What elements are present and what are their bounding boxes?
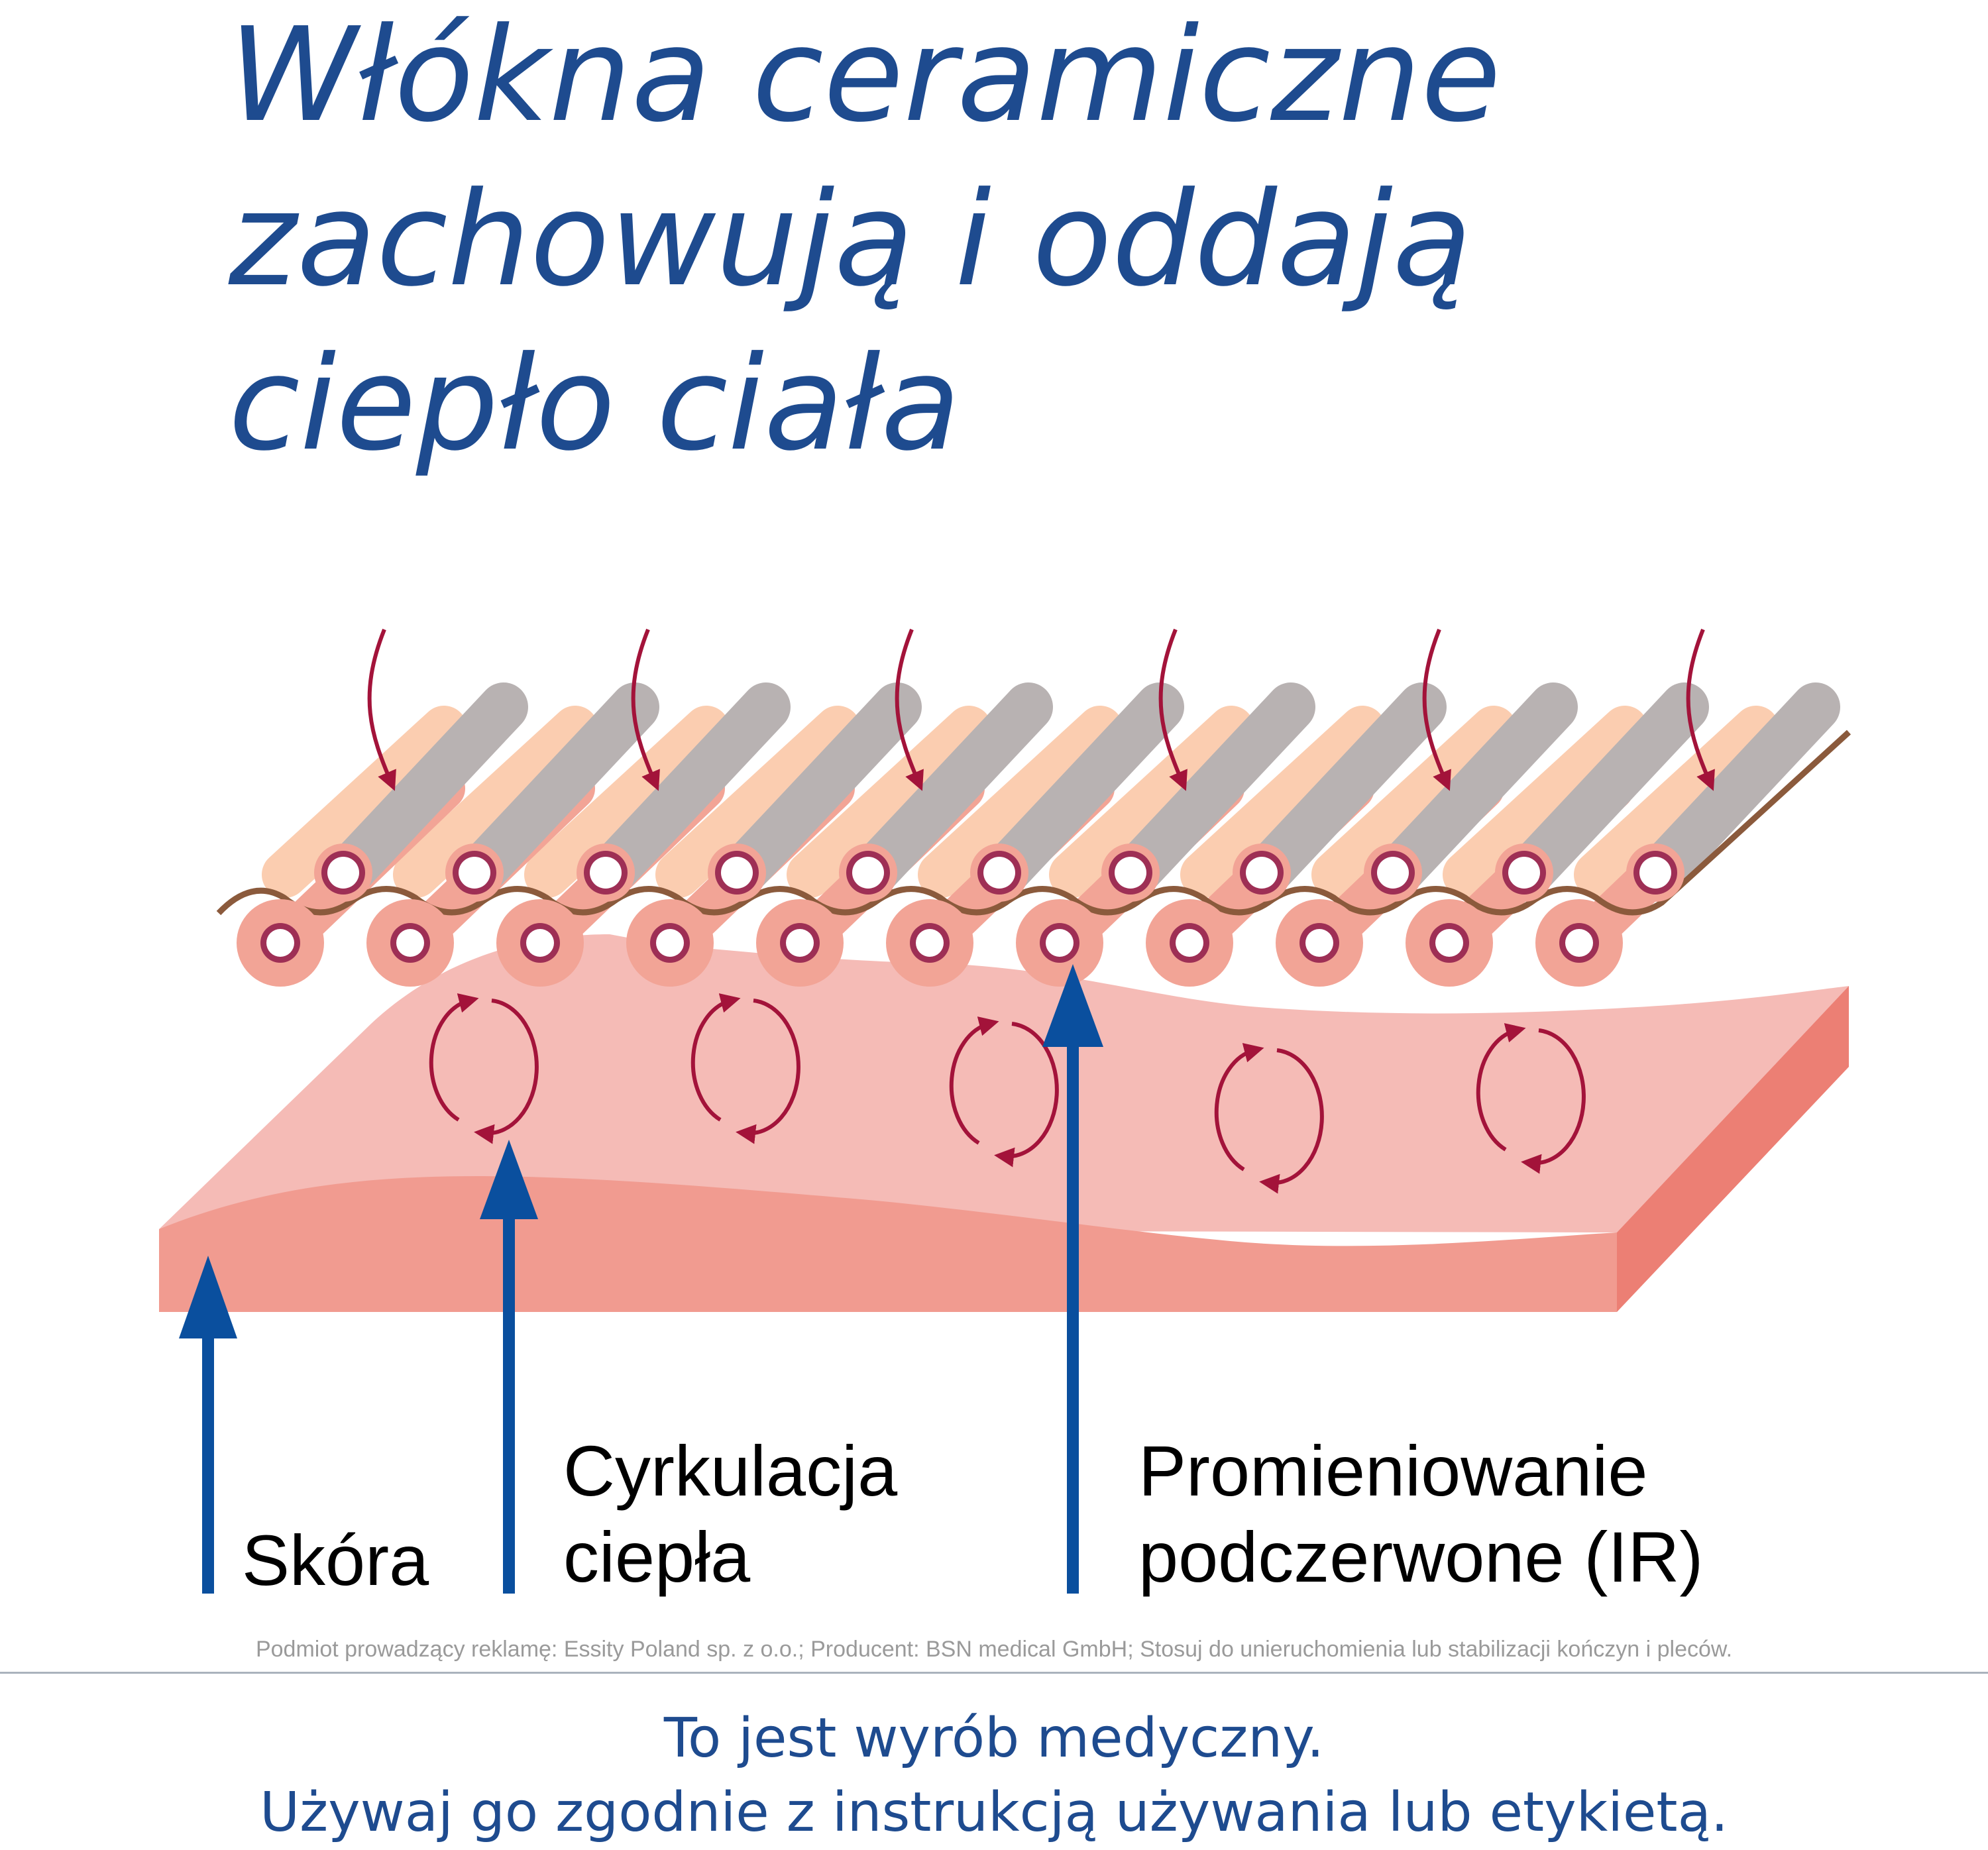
circulation-arc-right xyxy=(1259,1048,1324,1194)
grey-ceramic-fiber xyxy=(852,682,1053,894)
beige-fiber xyxy=(1574,706,1779,898)
grey-ceramic-fiber xyxy=(1639,682,1840,894)
incoming-heat-arrow xyxy=(1686,628,1715,791)
fiber-core xyxy=(590,857,622,889)
circulation-arc-right xyxy=(474,999,539,1144)
medical-device-notice: To jest wyrób medyczny. Używaj go zgodni… xyxy=(0,1702,1988,1850)
fiber-core xyxy=(852,857,884,889)
skin-arrow-icon xyxy=(179,1256,237,1594)
circulation-arc-left xyxy=(690,993,741,1122)
fiber-core xyxy=(1176,929,1203,957)
title-line-1: Włókna ceramiczne xyxy=(229,0,1501,151)
circulation-arc-left xyxy=(429,993,479,1122)
beige-fiber xyxy=(393,706,598,898)
title-line-3: ciepło ciała xyxy=(229,329,961,480)
beige-fiber xyxy=(655,706,861,898)
circulation-label: Cyrkulacja ciepła xyxy=(563,1428,897,1600)
fiber-core xyxy=(1639,857,1671,889)
infrared-label-line-2: podczerwone (IR) xyxy=(1138,1517,1704,1597)
fiber-core xyxy=(327,857,359,889)
circulation-arrow-icon xyxy=(480,1140,538,1594)
circulation-label-line-2: ciepła xyxy=(563,1517,751,1597)
circulation-icon xyxy=(1214,1043,1324,1194)
beige-fiber xyxy=(524,706,730,898)
circulation-icon xyxy=(429,993,539,1144)
medical-notice-line-2: Używaj go zgodnie z instrukcją używania … xyxy=(260,1781,1728,1844)
fiber-core xyxy=(266,929,294,957)
beige-fiber xyxy=(1443,706,1648,898)
fiber-core xyxy=(1565,929,1593,957)
circulation-arc-left xyxy=(1476,1023,1526,1152)
page-title: Włókna ceramiczne zachowują i oddają cie… xyxy=(229,0,1753,486)
infrared-arrow-icon xyxy=(1042,964,1103,1594)
grey-ceramic-fiber xyxy=(327,682,528,894)
grey-ceramic-fiber xyxy=(1508,682,1709,894)
skin-top-surface xyxy=(159,934,1849,1232)
fiber-core xyxy=(459,857,490,889)
incoming-heat-arrow xyxy=(895,628,924,791)
fiber-core xyxy=(721,857,753,889)
beige-fiber xyxy=(1180,706,1386,898)
incoming-heat-arrow xyxy=(631,628,660,791)
title-line-2: zachowują i oddają xyxy=(229,164,1472,315)
beige-fiber xyxy=(1311,706,1517,898)
ceramic-fiber-layer xyxy=(216,682,1851,987)
grey-ceramic-fiber xyxy=(1114,682,1315,894)
infrared-label: Promieniowanie podczerwone (IR) xyxy=(1138,1428,1703,1600)
circulation-arc-left xyxy=(949,1016,999,1145)
medical-notice-line-1: To jest wyrób medyczny. xyxy=(663,1707,1325,1770)
beige-fiber xyxy=(918,706,1123,898)
beige-fiber xyxy=(1049,706,1254,898)
fiber-core xyxy=(1508,857,1540,889)
fiber-core xyxy=(1377,857,1409,889)
grey-ceramic-fiber xyxy=(720,682,922,894)
brown-yarn xyxy=(216,730,1851,916)
circulation-arc-right xyxy=(994,1022,1059,1168)
circulation-arc-right xyxy=(736,999,801,1144)
fiber-core xyxy=(656,929,684,957)
fiber-core xyxy=(396,929,424,957)
grey-ceramic-fiber xyxy=(589,682,791,894)
grey-ceramic-fiber xyxy=(458,682,659,894)
beige-fiber xyxy=(262,706,467,898)
skin-side-face xyxy=(1617,986,1849,1312)
footer-divider xyxy=(0,1672,1988,1674)
skin-label-text: Skóra xyxy=(242,1520,429,1600)
fiber-core xyxy=(786,929,814,957)
incoming-heat-arrow xyxy=(1422,628,1451,791)
grey-ceramic-fiber xyxy=(1376,682,1578,894)
circulation-icon xyxy=(690,993,801,1144)
fiber-core xyxy=(1115,857,1146,889)
circulation-label-line-1: Cyrkulacja xyxy=(563,1431,898,1511)
grey-ceramic-fiber xyxy=(983,682,1184,894)
circulation-arc-right xyxy=(1521,1028,1586,1174)
beige-fiber xyxy=(787,706,992,898)
grey-ceramic-fiber xyxy=(1245,682,1447,894)
skin-label: Skóra xyxy=(242,1517,429,1604)
fiber-core xyxy=(1435,929,1463,957)
fiber-core xyxy=(1246,857,1278,889)
heat-circulation-arrows xyxy=(429,993,1586,1194)
circulation-icon xyxy=(1476,1023,1586,1174)
incoming-heat-arrows xyxy=(367,628,1715,791)
fiber-core xyxy=(983,857,1015,889)
incoming-heat-arrow xyxy=(367,628,396,791)
fiber-core xyxy=(1305,929,1333,957)
fiber-core xyxy=(916,929,944,957)
circulation-arc-left xyxy=(1214,1043,1264,1171)
skin-layer xyxy=(159,934,1849,1312)
infrared-label-line-1: Promieniowanie xyxy=(1138,1431,1648,1511)
fiber-core xyxy=(1046,929,1074,957)
fiber-core xyxy=(526,929,554,957)
blue-heat-arrows xyxy=(179,964,1103,1594)
circulation-icon xyxy=(949,1016,1059,1168)
advertiser-disclaimer: Podmiot prowadzący reklamę: Essity Polan… xyxy=(255,1637,1733,1662)
incoming-heat-arrow xyxy=(1158,628,1187,791)
